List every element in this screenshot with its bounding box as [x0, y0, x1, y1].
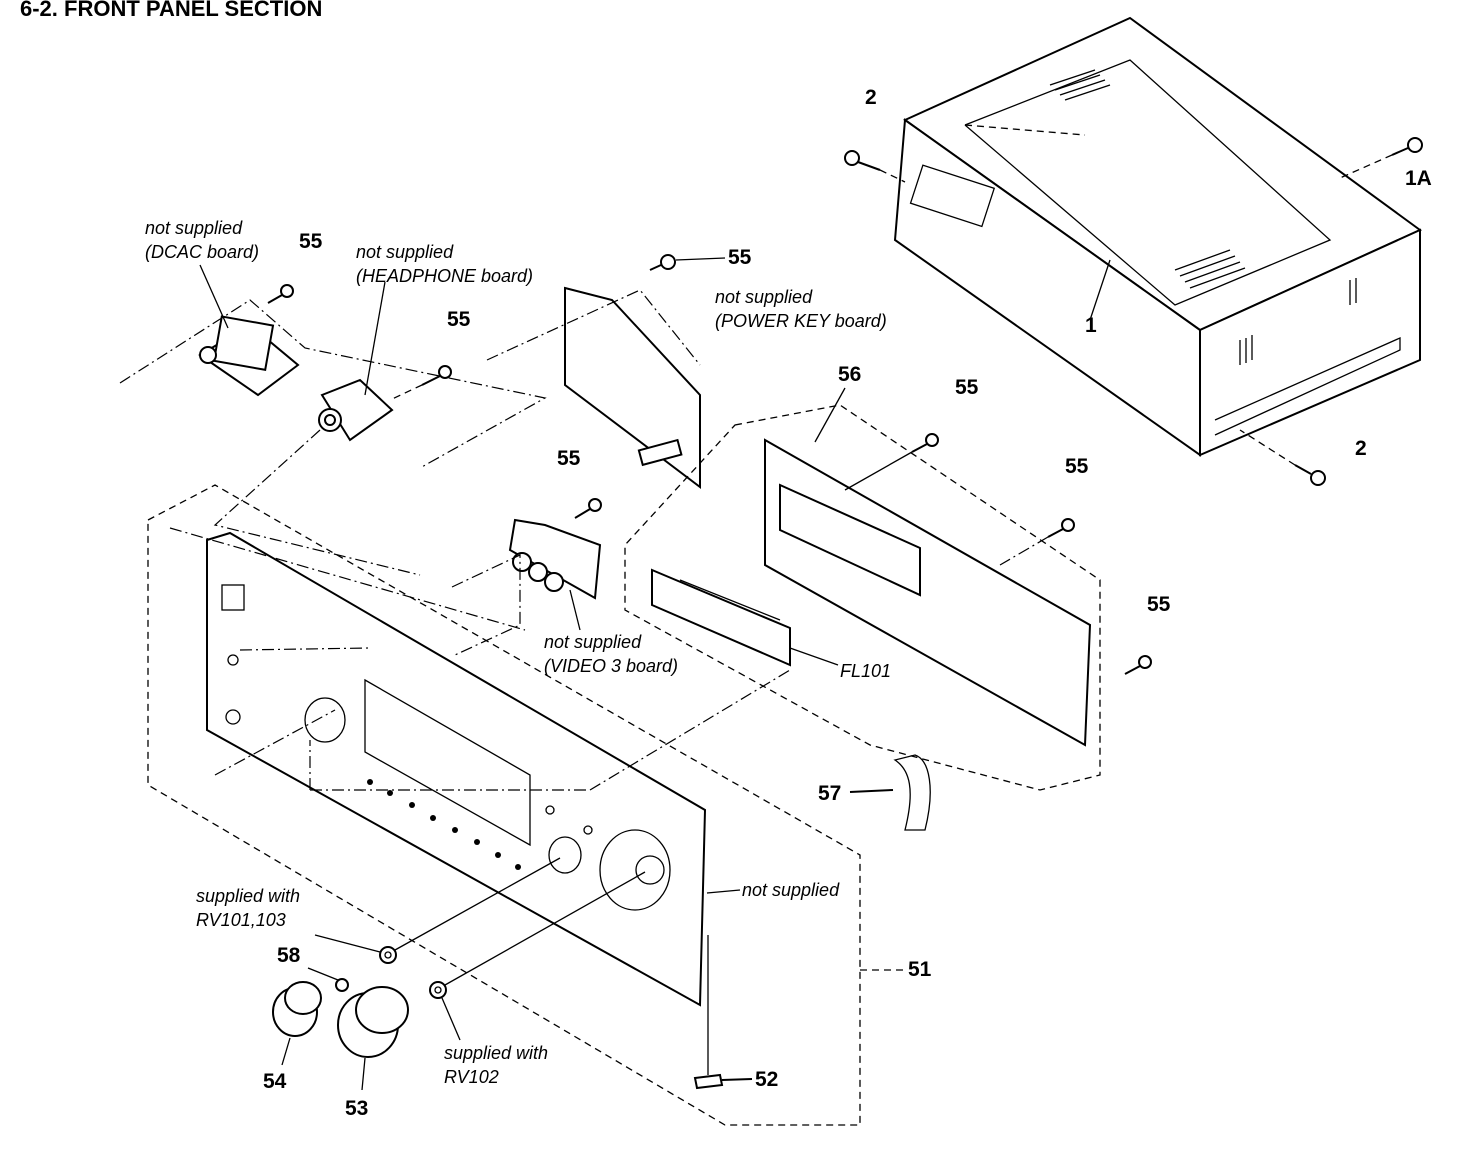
ref-label-55-main-mid: 55	[1065, 455, 1089, 478]
knob-53	[337, 986, 409, 1058]
screw-icon	[1124, 655, 1152, 675]
headphone-board	[318, 378, 394, 442]
leader-line	[364, 281, 386, 396]
cover-part-1	[893, 16, 1422, 457]
fl101-display-tube	[651, 568, 791, 667]
leader-line	[721, 1078, 753, 1081]
screw-icon	[649, 254, 726, 271]
video3-board	[508, 518, 602, 600]
note-rv102-1: supplied with	[444, 1043, 548, 1063]
note-video3-1: not supplied	[544, 632, 642, 652]
main-board-56	[764, 438, 1092, 747]
note-video3-2: (VIDEO 3 board)	[544, 656, 678, 676]
alignment-line	[214, 709, 336, 776]
part-52	[693, 1073, 724, 1090]
washer-rv101	[379, 946, 397, 964]
ref-label-55-dcac: 55	[299, 230, 323, 253]
leader-line	[199, 264, 229, 329]
ref-label-55-video3: 55	[557, 447, 581, 470]
leader-line	[444, 871, 646, 986]
headphone-leader	[213, 429, 421, 576]
note-dcac-2: (DCAC board)	[145, 242, 259, 262]
screw-icon	[574, 498, 602, 519]
front-panel-assembly-outline	[147, 484, 861, 1126]
alignment-line	[169, 527, 526, 631]
screw-icon	[267, 284, 294, 304]
knob-54	[272, 981, 322, 1037]
dcac-board	[198, 315, 300, 397]
ref-label-1: 1	[1085, 314, 1097, 337]
screw-icon	[1339, 137, 1423, 179]
ref-label-57: 57	[818, 782, 841, 805]
washer-rv102	[429, 981, 447, 999]
ref-label-1a: 1A	[1405, 167, 1432, 190]
leader-line	[441, 997, 461, 1041]
power-key-board	[564, 286, 701, 490]
ref-label-56: 56	[838, 363, 861, 386]
washer-58	[335, 978, 349, 992]
leader-line	[569, 589, 581, 631]
front-panel-51	[206, 531, 707, 1007]
note-panel-not-supplied: not supplied	[742, 880, 840, 900]
screw-icon	[1239, 429, 1326, 486]
label-fl101: FL101	[840, 661, 891, 681]
note-dcac-1: not supplied	[145, 218, 243, 238]
dcac-leader	[119, 299, 547, 469]
ref-label-52: 52	[755, 1068, 778, 1091]
note-headphone-2: (HEADPHONE board)	[356, 266, 533, 286]
note-rv102-2: RV102	[444, 1067, 499, 1087]
screw-icon	[844, 433, 939, 491]
leader-line	[789, 647, 839, 666]
note-rv101-2: RV101,103	[196, 910, 286, 930]
ref-label-55-headphone: 55	[447, 308, 471, 331]
video3-leader	[451, 554, 521, 656]
leader-line	[307, 967, 339, 981]
part-57	[893, 754, 931, 831]
page-title: 6-2. FRONT PANEL SECTION	[20, 0, 322, 21]
leader-line	[814, 387, 846, 443]
ref-label-2-bottom: 2	[1355, 437, 1367, 460]
note-rv101-1: supplied with	[196, 886, 300, 906]
leader-line	[849, 789, 894, 793]
screw-icon	[844, 150, 906, 183]
note-headphone-1: not supplied	[356, 242, 454, 262]
leader-line	[314, 934, 381, 953]
leader-line	[706, 889, 741, 894]
screw-icon	[999, 518, 1075, 566]
note-powerkey-1: not supplied	[715, 287, 813, 307]
ref-label-2-top: 2	[865, 86, 877, 109]
leader-line	[394, 857, 561, 951]
main-board-assembly-outline	[624, 404, 1101, 791]
note-powerkey-2: (POWER KEY board)	[715, 311, 887, 331]
ref-label-55-powerkey: 55	[728, 246, 752, 269]
alignment-line	[589, 669, 791, 791]
ref-label-54: 54	[263, 1070, 287, 1093]
leader-line	[281, 1037, 291, 1066]
screw-icon	[389, 365, 452, 401]
ref-label-53: 53	[345, 1097, 368, 1120]
ref-label-58: 58	[277, 944, 301, 967]
ref-label-55-main-top: 55	[955, 376, 979, 399]
ref-label-55-main-right: 55	[1147, 593, 1171, 616]
leader-line	[361, 1057, 366, 1091]
ref-label-51: 51	[908, 958, 932, 981]
